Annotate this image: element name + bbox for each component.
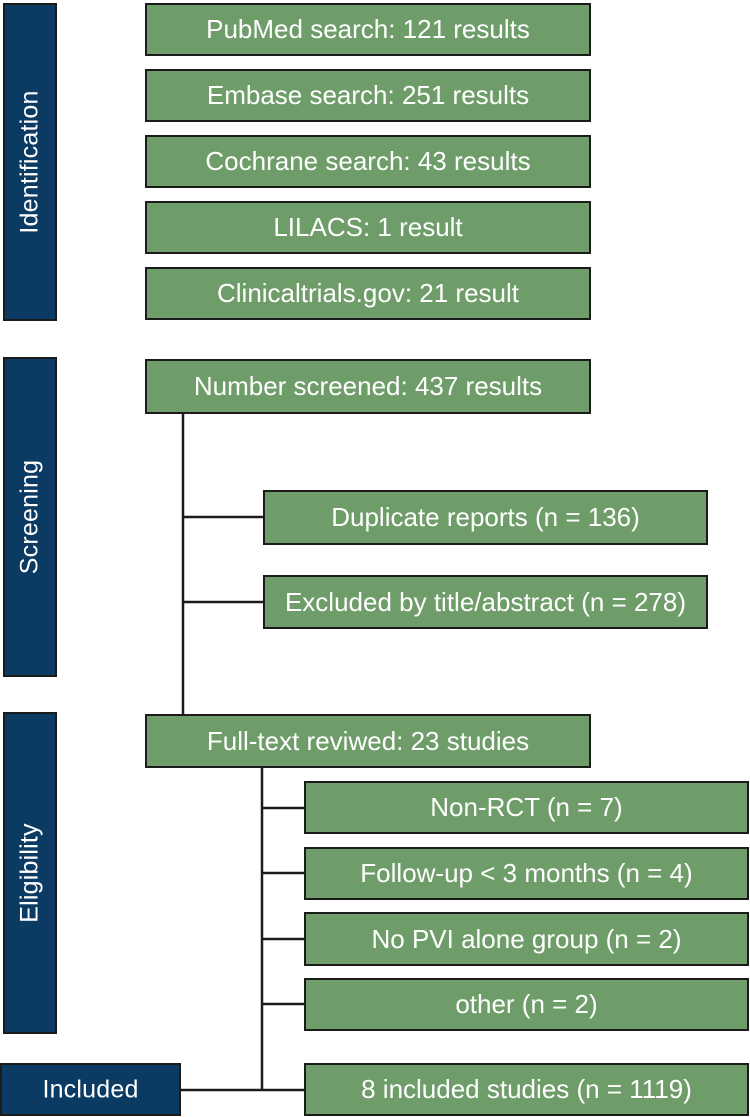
other-box: other (n = 2) bbox=[304, 978, 749, 1031]
excluded-title-abstract-box: Excluded by title/abstract (n = 278) bbox=[263, 575, 708, 629]
pubmed-box: PubMed search: 121 results bbox=[145, 3, 591, 56]
included-studies-box: 8 included studies (n = 1119) bbox=[304, 1063, 749, 1116]
lilacs-box: LILACS: 1 result bbox=[145, 201, 591, 254]
stage-included: Included bbox=[0, 1063, 181, 1116]
stage-included-label: Included bbox=[42, 1075, 139, 1103]
clinicaltrials-box: Clinicaltrials.gov: 21 result bbox=[145, 267, 591, 320]
stage-screening: Screening bbox=[3, 357, 57, 677]
number-screened-box: Number screened: 437 results bbox=[145, 359, 591, 414]
stage-identification: Identification bbox=[3, 3, 57, 321]
non-rct-box: Non-RCT (n = 7) bbox=[304, 781, 749, 834]
full-text-box: Full-text reviwed: 23 studies bbox=[145, 714, 591, 768]
no-pvi-box: No PVI alone group (n = 2) bbox=[304, 912, 749, 966]
duplicates-box: Duplicate reports (n = 136) bbox=[263, 490, 708, 545]
follow-up-box: Follow-up < 3 months (n = 4) bbox=[304, 847, 749, 900]
embase-box: Embase search: 251 results bbox=[145, 69, 591, 122]
cochrane-box: Cochrane search: 43 results bbox=[145, 135, 591, 188]
stage-eligibility: Eligibility bbox=[3, 712, 57, 1034]
